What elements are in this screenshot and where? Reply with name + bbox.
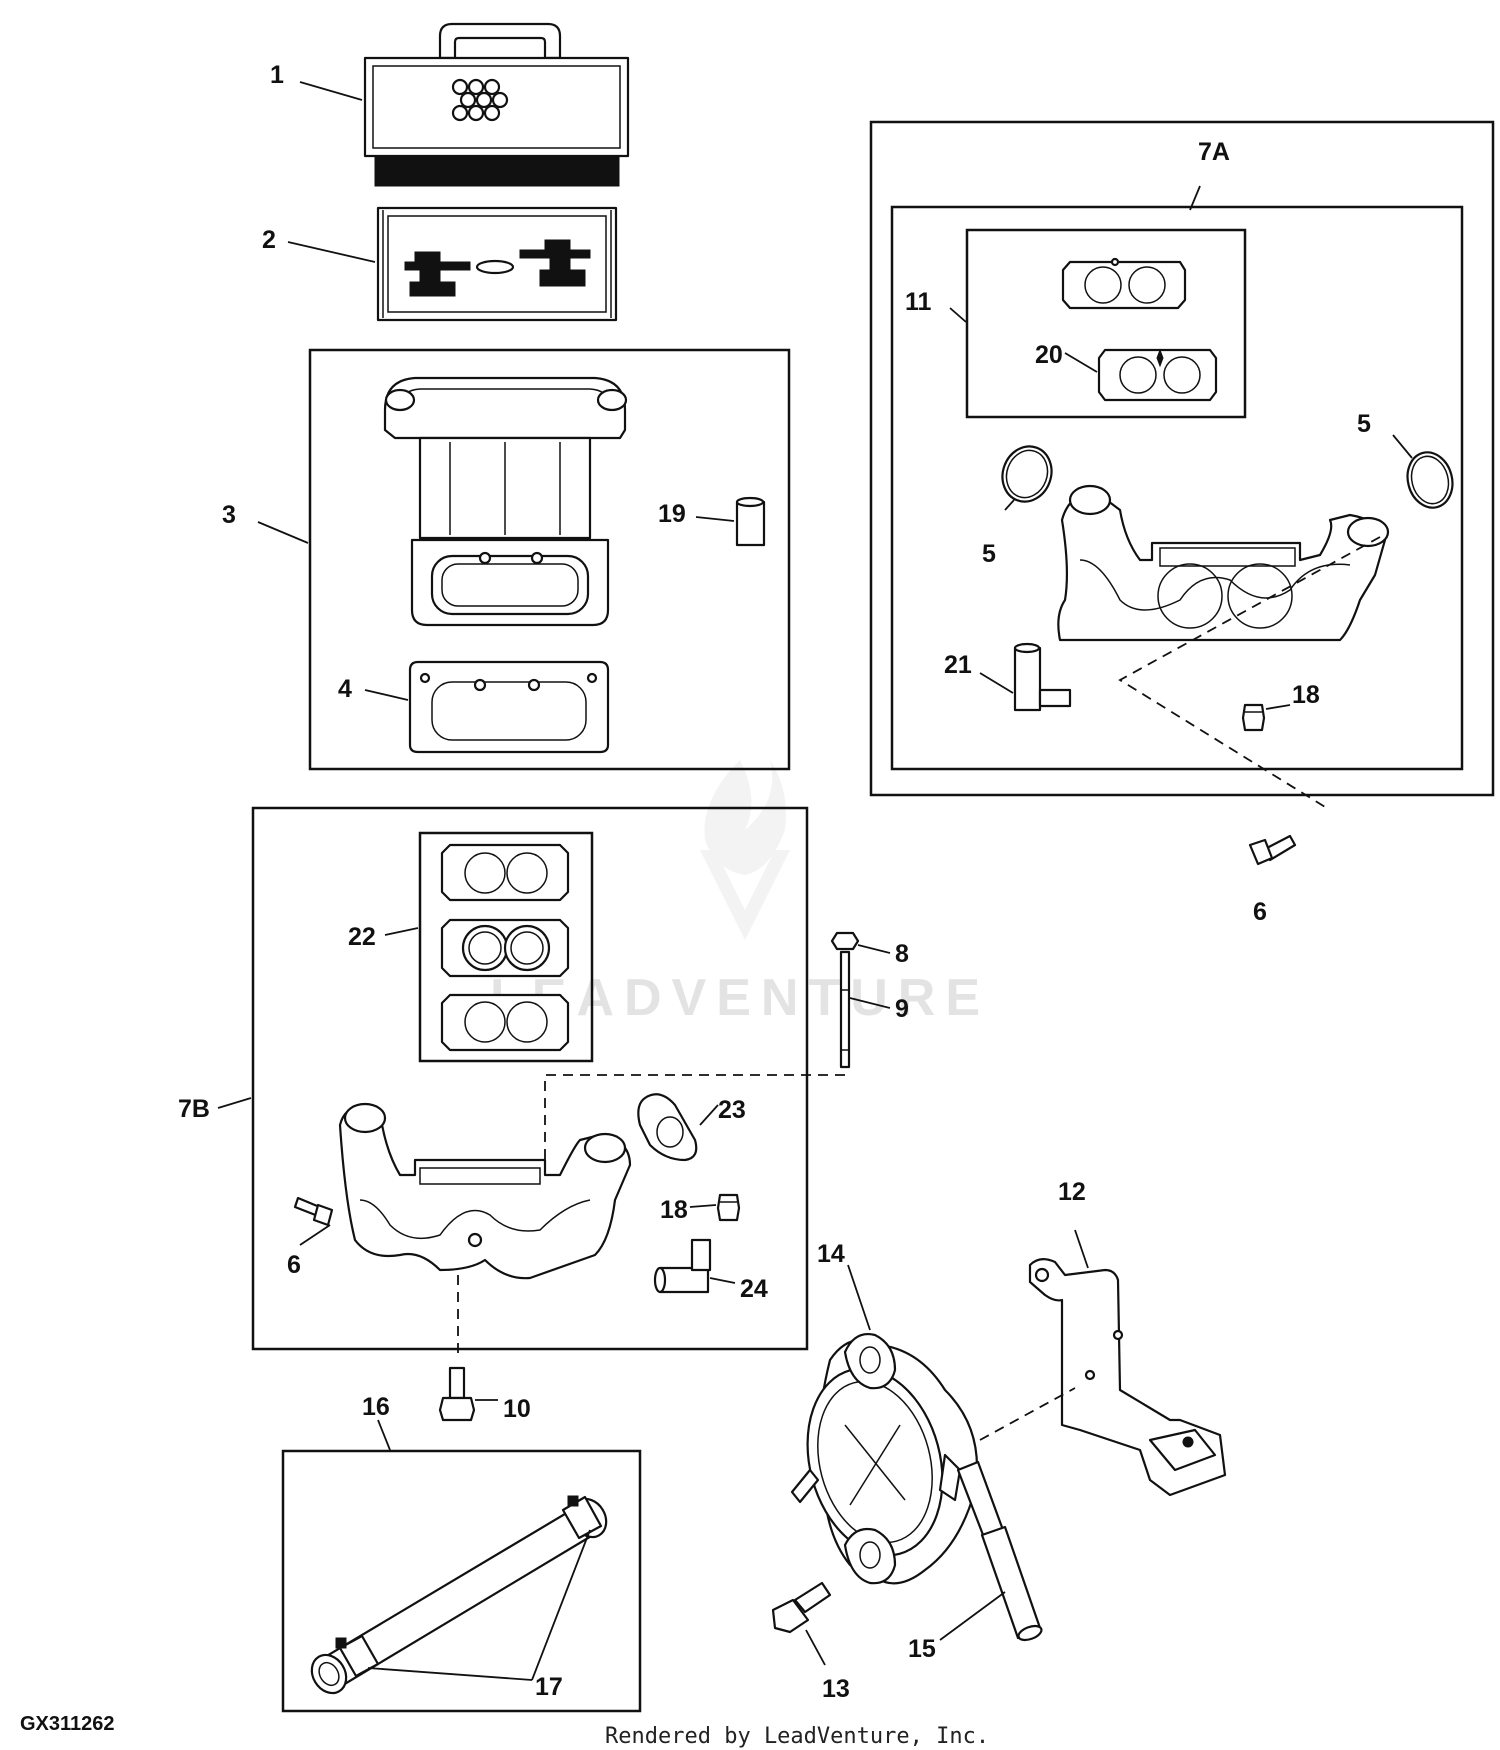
part-8-nut [830, 931, 860, 951]
leader-dash-14 [979, 1387, 1076, 1441]
render-credit: Rendered by LeadVenture, Inc. [605, 1724, 989, 1749]
callout-7a: 7A [1198, 138, 1230, 166]
callout-3: 3 [222, 501, 236, 529]
part-19-spacer [735, 496, 766, 547]
kit-box-7a-inner [890, 205, 1464, 771]
kit-box-3 [308, 348, 791, 771]
callout-8: 8 [895, 940, 909, 968]
part-9-stud [839, 950, 851, 1069]
part-24-tee-fitting [653, 1238, 712, 1294]
filter-logo-icon [451, 78, 509, 122]
kit-box-7b [251, 806, 809, 1351]
leader-17 [367, 1529, 591, 1681]
part-14-fuel-pump [790, 1333, 979, 1585]
part-18-plug-lower [716, 1193, 741, 1222]
callout-12: 12 [1058, 1178, 1086, 1206]
callout-7b: 7B [178, 1095, 210, 1123]
part-2-pre-cleaner [376, 206, 618, 322]
callout-2: 2 [262, 226, 276, 254]
part-12-bracket [1028, 1258, 1227, 1497]
callout-17: 17 [535, 1673, 563, 1701]
callout-4: 4 [338, 675, 352, 703]
part-5-o-ring-right [1406, 451, 1454, 509]
kit-box-22 [418, 831, 594, 1063]
callout-10: 10 [503, 1395, 531, 1423]
part-22-gasket-3 [440, 993, 570, 1052]
part-3-air-cleaner-base [383, 376, 628, 627]
figure-id: GX311262 [20, 1713, 115, 1735]
kit-box-16 [281, 1449, 642, 1713]
callout-18-top: 18 [1292, 681, 1320, 709]
callout-5-left: 5 [982, 540, 996, 568]
callout-22: 22 [348, 923, 376, 951]
part-22-gasket-2 [440, 918, 570, 978]
watermark-logo [700, 760, 790, 940]
watermark-text: LEADVENTURE [490, 969, 990, 1027]
part-16-fuel-hose [310, 1497, 608, 1695]
part-15-fuel-fitting [956, 1460, 1043, 1642]
kit-box-11 [965, 228, 1247, 419]
callout-19: 19 [658, 500, 686, 528]
part-6-bolt-lower [293, 1196, 334, 1227]
callout-13: 13 [822, 1675, 850, 1703]
part-17-hose-clamp-upper [561, 1495, 603, 1540]
part-1-air-filter [363, 22, 630, 187]
callout-1: 1 [270, 61, 284, 89]
callout-16: 16 [362, 1393, 390, 1421]
part-6-bolt-top [1248, 834, 1297, 866]
part-23-gasket [637, 1093, 698, 1162]
callout-11: 11 [905, 288, 932, 316]
callout-15: 15 [908, 1635, 936, 1663]
part-7a-intake-manifold [1057, 484, 1390, 642]
callout-24: 24 [740, 1275, 768, 1303]
part-7b-intake-manifold [338, 1102, 632, 1280]
part-17-hose-clamp-lower [335, 1634, 380, 1678]
callout-18-lower: 18 [660, 1196, 688, 1224]
part-5-o-ring-left [1001, 445, 1053, 503]
part-4-gasket [408, 660, 610, 754]
part-13-bolt [771, 1581, 832, 1634]
part-20-gasket [1097, 348, 1218, 402]
callout-9: 9 [895, 995, 909, 1023]
part-21-elbow-fitting [1013, 642, 1072, 712]
part-11-gasket [1061, 257, 1187, 310]
callout-23: 23 [718, 1096, 746, 1124]
callout-21: 21 [944, 651, 972, 679]
callout-14: 14 [817, 1240, 845, 1268]
part-10-bolt [438, 1366, 476, 1422]
callout-20: 20 [1035, 341, 1063, 369]
leader-dash-6a [1118, 536, 1381, 811]
callout-5-right: 5 [1357, 410, 1371, 438]
part-22-gasket-1 [440, 843, 570, 902]
part-18-plug-top [1241, 703, 1266, 732]
kit-box-7a-outer [869, 120, 1495, 797]
callout-6-lower: 6 [287, 1251, 301, 1279]
callout-6-top: 6 [1253, 898, 1267, 926]
